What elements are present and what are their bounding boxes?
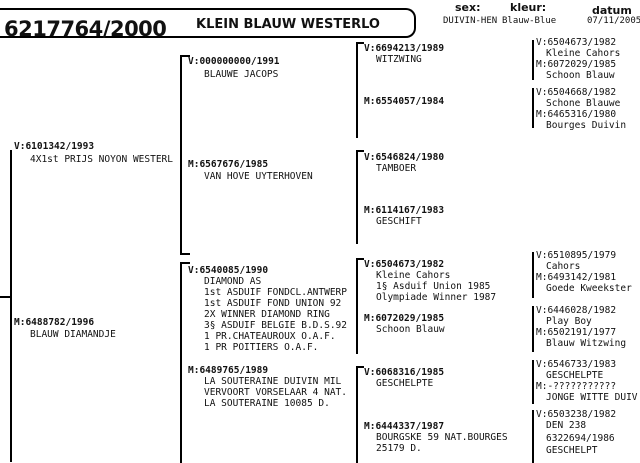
bracket-gen1-top <box>0 296 12 298</box>
mf-ring: V:6540085/1990 <box>188 265 269 276</box>
g4-b-bot-name: Bourges Duivin <box>546 120 627 131</box>
g4-f-top-name: DEN 238 <box>546 420 587 431</box>
mmm-line: 25179 D. <box>376 443 422 454</box>
fm-title: VAN HOVE UYTERHOVEN <box>204 171 313 182</box>
father-title: 4X1st PRIJS NOYON WESTERL <box>30 154 173 165</box>
fmm-title: GESCHIFT <box>376 216 422 227</box>
bracket-gen2-bot <box>180 262 182 463</box>
bracket-gen4-d <box>532 306 534 352</box>
mm-line: VERVOORT VORSELAAR 4 NAT. <box>204 387 347 398</box>
bracket-gen3-a-h <box>356 42 364 44</box>
fff-title: WITZWING <box>376 54 422 65</box>
date-label: datum <box>592 4 632 17</box>
bracket-gen2-top <box>180 55 182 255</box>
fff-ring: V:6694213/1989 <box>364 43 445 54</box>
pigeon-name: KLEIN BLAUW WESTERLO <box>196 17 380 32</box>
color-value: Blauw-Blue <box>502 16 557 26</box>
mfm-title: Schoon Blauw <box>376 324 445 335</box>
bracket-gen3-b <box>356 150 358 244</box>
pigeon-ring-number: 6217764/2000 <box>4 17 167 41</box>
mff-line: 1§ Asduif Union 1985 <box>376 281 491 292</box>
sex-label: sex: <box>455 1 481 14</box>
g4-c-bot: M:6493142/1981 <box>536 272 617 283</box>
mmf-title: GESCHELPTE <box>376 378 434 389</box>
ff-ring: V:000000000/1991 <box>188 56 280 67</box>
g4-a-top: V:6504673/1982 <box>536 37 617 48</box>
mother-title: BLAUW DIAMANDJE <box>30 329 116 340</box>
g4-e-top-name: GESCHELPTE <box>546 370 604 381</box>
bracket-gen4-c <box>532 252 534 298</box>
bracket-gen4-b <box>532 88 534 128</box>
g4-f-bot: 6322694/1986 <box>546 433 615 444</box>
ff-title: BLAUWE JACOPS <box>204 69 279 80</box>
mm-line: LA SOUTERAINE DUIVIN MIL <box>204 376 342 387</box>
mother-ring: M:6488782/1996 <box>14 317 95 328</box>
fmf-ring: V:6546824/1980 <box>364 152 445 163</box>
g4-d-top-name: Play Boy <box>546 316 592 327</box>
g4-e-bot-name: JONGE WITTE DUIV <box>546 392 638 403</box>
color-label: kleur: <box>510 1 547 14</box>
g4-d-bot: M:6502191/1977 <box>536 327 617 338</box>
mf-line: 3§ ASDUIF BELGIE B.D.S.92 <box>204 320 347 331</box>
bracket-gen2-bot-h1 <box>180 262 190 264</box>
mff-line: Kleine Cahors <box>376 270 451 281</box>
bracket-gen4-a <box>532 40 534 80</box>
mf-line: 1 PR POITIERS O.A.F. <box>204 342 319 353</box>
g4-b-bot: M:6465316/1980 <box>536 109 617 120</box>
g4-a-top-name: Kleine Cahors <box>546 48 621 59</box>
mf-line: DIAMOND AS <box>204 276 262 287</box>
bracket-gen3-c <box>356 258 358 354</box>
g4-b-top: V:6504668/1982 <box>536 87 617 98</box>
fm-ring: M:6567676/1985 <box>188 159 269 170</box>
g4-d-bot-name: Blauw Witzwing <box>546 338 627 349</box>
g4-c-top: V:6510895/1979 <box>536 250 617 261</box>
fmf-title: TAMBOER <box>376 163 417 174</box>
mf-line: 1 PR.CHATEAUROUX O.A.F. <box>204 331 336 342</box>
g4-f-bot-name: GESCHELPT <box>546 445 598 456</box>
date-value: 07/11/2005 <box>587 16 640 26</box>
header-frame <box>0 8 416 38</box>
mmf-ring: V:6068316/1985 <box>364 367 445 378</box>
mfm-ring: M:6072029/1985 <box>364 313 445 324</box>
fmm-ring: M:6114167/1983 <box>364 205 445 216</box>
bracket-gen1 <box>10 150 12 462</box>
bracket-gen4-e <box>532 360 534 404</box>
mf-line: 2X WINNER DIAMOND RING <box>204 309 330 320</box>
mm-line: LA SOUTERAINE 10085 D. <box>204 398 330 409</box>
bracket-gen3-c-h <box>356 258 364 260</box>
g4-e-bot: M:-??????????? <box>536 381 617 392</box>
g4-b-top-name: Schone Blauwe <box>546 98 621 109</box>
mff-ring: V:6504673/1982 <box>364 259 445 270</box>
bracket-gen2-top-h2 <box>180 253 190 255</box>
mf-line: 1st ASDUIF FOND UNION 92 <box>204 298 342 309</box>
bracket-gen2-top-h1 <box>180 55 190 57</box>
bracket-gen3-d <box>356 366 358 463</box>
g4-d-top: V:6446028/1982 <box>536 305 617 316</box>
g4-a-bot: M:6072029/1985 <box>536 59 617 70</box>
g4-e-top: V:6546733/1983 <box>536 359 617 370</box>
ffm-ring: M:6554057/1984 <box>364 96 445 107</box>
mmm-line: BOURGSKE 59 NAT.BOURGES <box>376 432 508 443</box>
bracket-gen3-d-h <box>356 366 364 368</box>
g4-c-top-name: Cahors <box>546 261 581 272</box>
bracket-gen3-b-h <box>356 150 364 152</box>
father-ring: V:6101342/1993 <box>14 141 95 152</box>
mf-line: 1st ASDUIF FONDCL.ANTWERP <box>204 287 347 298</box>
g4-f-top: V:6503238/1982 <box>536 409 617 420</box>
bracket-gen4-f <box>532 410 534 463</box>
mff-line: Olympiade Winner 1987 <box>376 292 497 303</box>
g4-c-bot-name: Goede Kweekster <box>546 283 632 294</box>
bracket-gen3-a <box>356 42 358 138</box>
sex-value: DUIVIN-HEN <box>443 16 498 26</box>
g4-a-bot-name: Schoon Blauw <box>546 70 615 81</box>
mmm-ring: M:6444337/1987 <box>364 421 445 432</box>
mm-ring: M:6489765/1989 <box>188 365 269 376</box>
